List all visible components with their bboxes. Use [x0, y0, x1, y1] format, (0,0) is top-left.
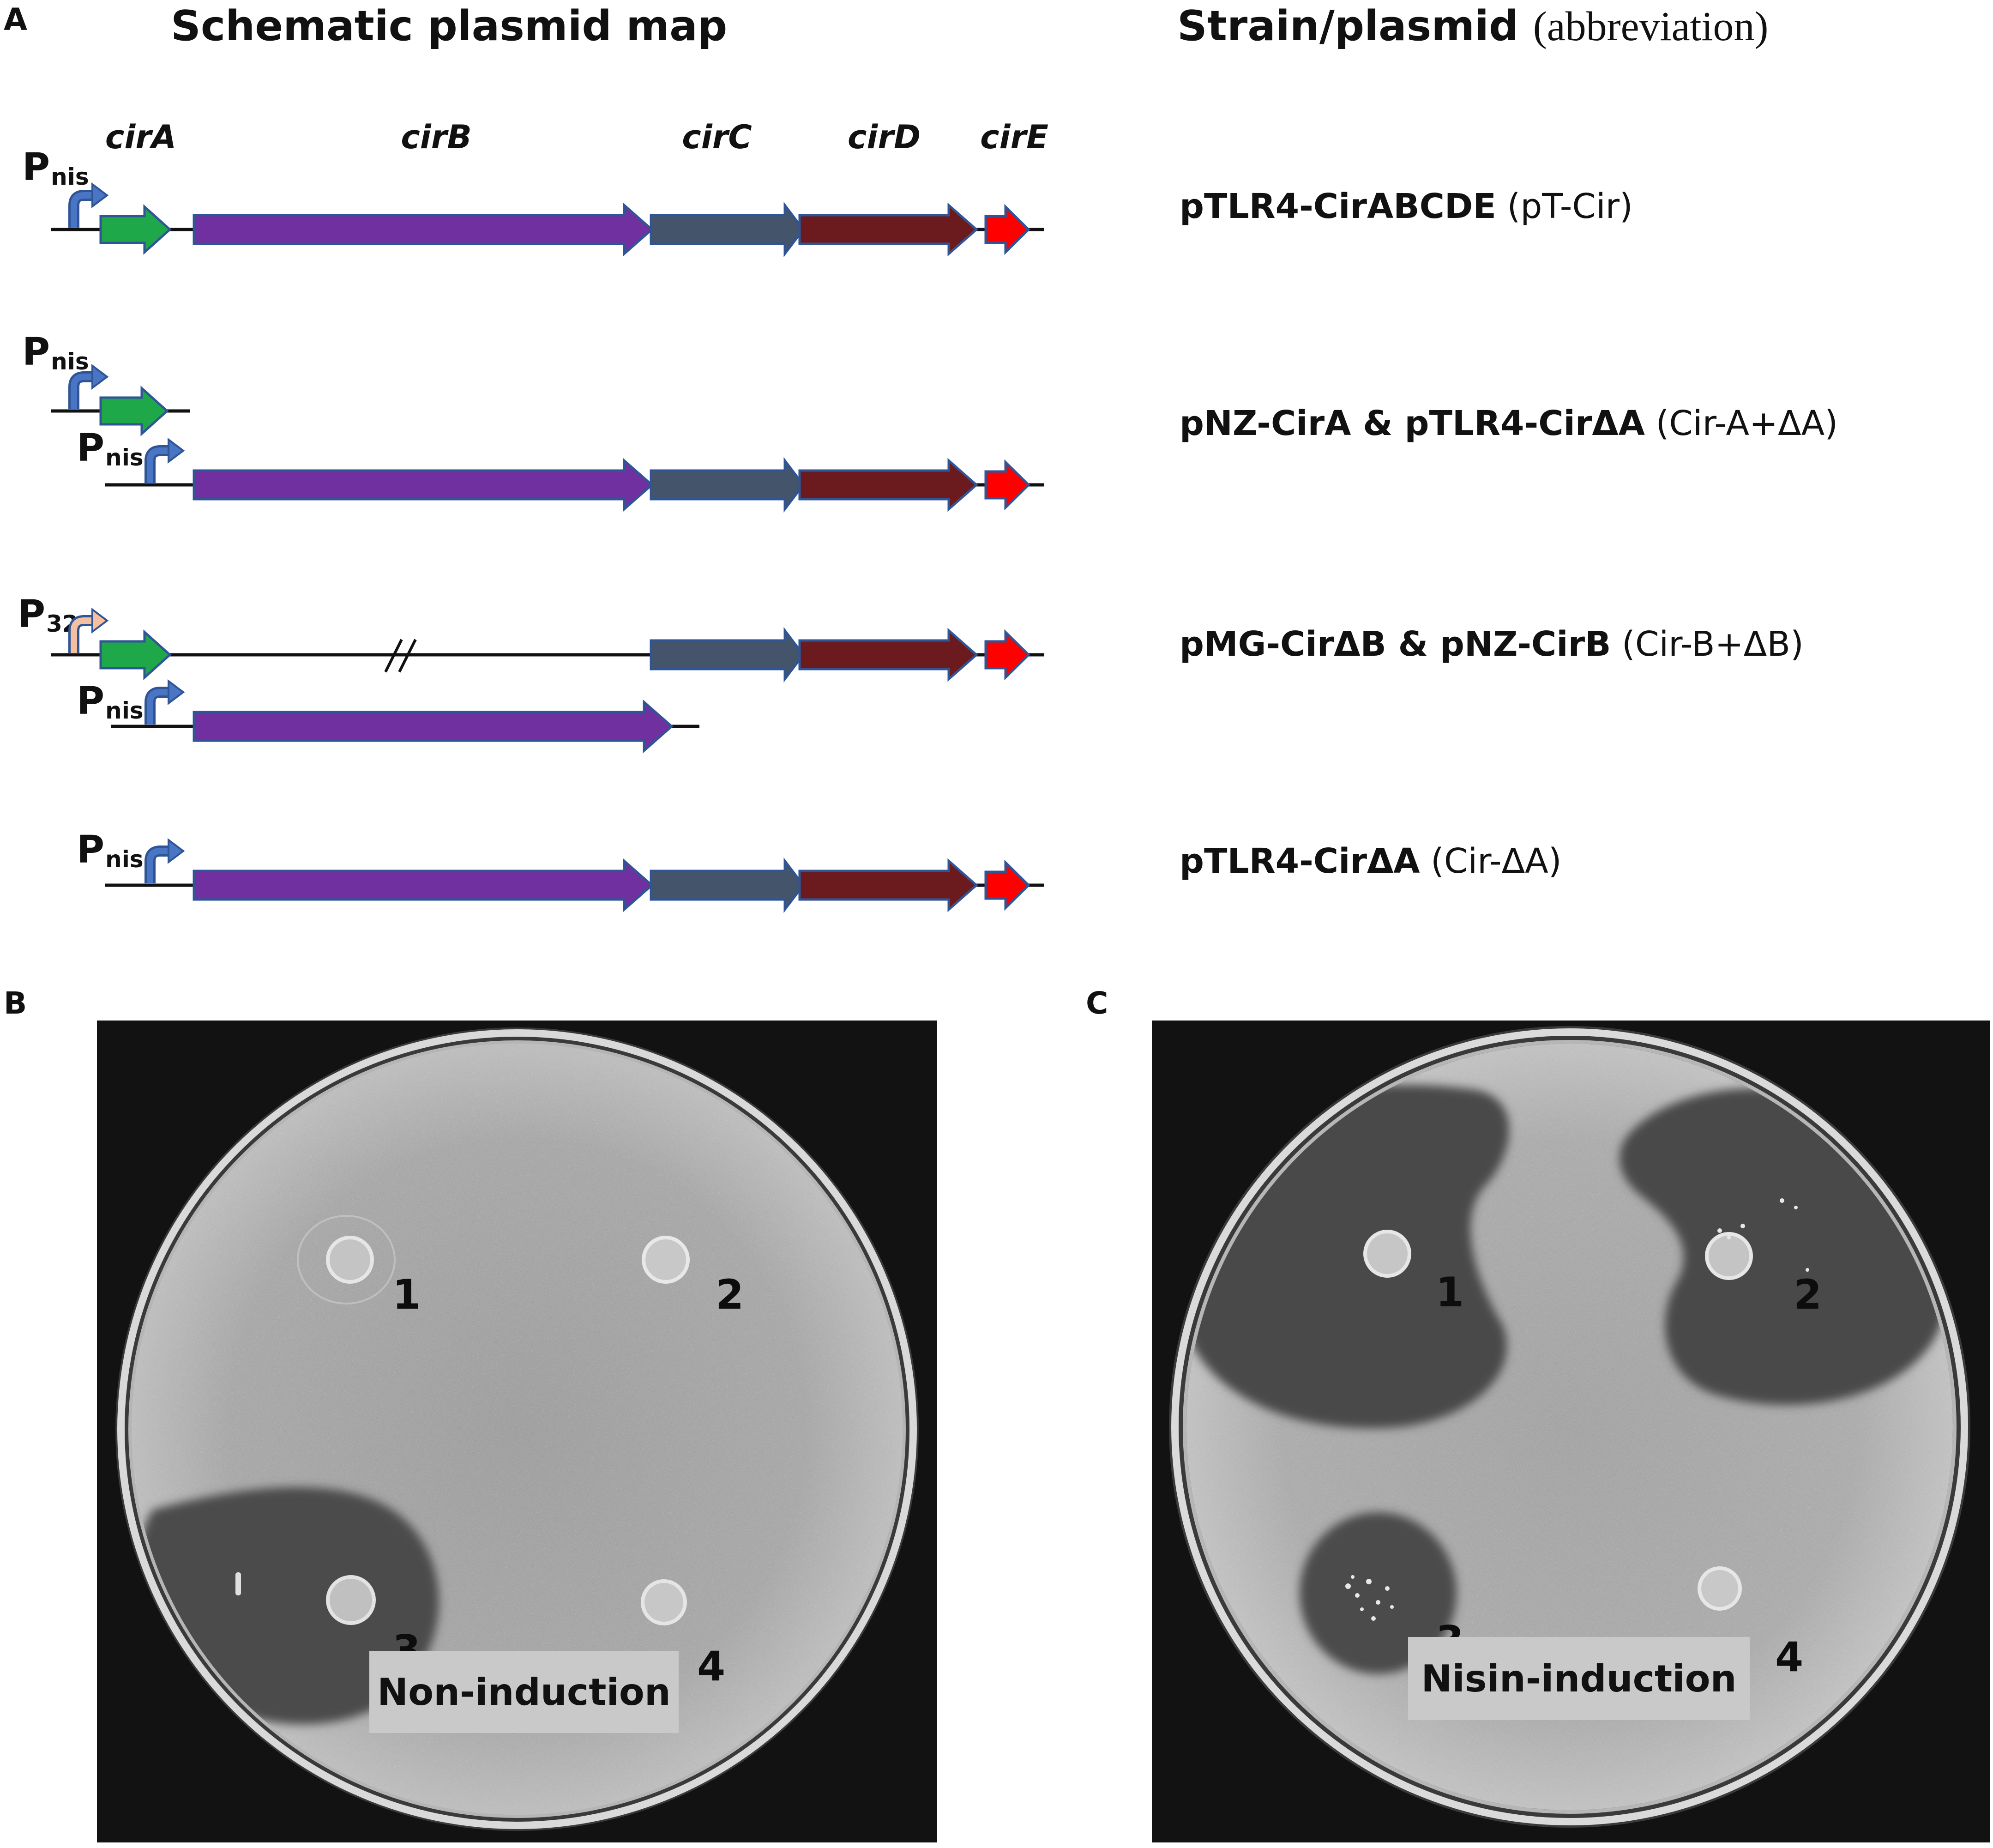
promoter-nis-label: Pnis	[22, 145, 89, 190]
promoter-arrow	[71, 374, 92, 409]
promoter-nis-label: Pnis	[22, 330, 89, 375]
gene-arrow-cird	[798, 628, 978, 682]
promoter-arrow-head	[91, 364, 109, 390]
gene-arrow-cirb	[193, 699, 674, 754]
condition-label: Nisin-induction	[1408, 1637, 1750, 1720]
gene-arrow-cirb	[193, 202, 654, 257]
construct-cir-b-plus-delta-b: pMG-CirΔB & pNZ-CirB (Cir-B+ΔB)	[1180, 624, 1804, 664]
well	[1705, 1232, 1753, 1280]
gene-arrow-cird	[798, 858, 978, 912]
gene-label-cirb: cirB	[401, 118, 472, 156]
promoter-arrow	[71, 192, 92, 228]
promoter-arrow-head	[168, 438, 185, 464]
well	[326, 1575, 376, 1625]
gene-arrow-cire	[984, 204, 1030, 255]
construct-cir-delta-a: pTLR4-CirΔA (Cir-ΔA)	[1180, 841, 1562, 881]
gene-arrow-cird	[798, 458, 978, 512]
gene-label-cira: cirA	[105, 118, 177, 156]
agar-plate-nisin-induction: 1 2 3 4 Nisin-induction	[1152, 1021, 1990, 1842]
well-number: 1	[392, 1271, 421, 1318]
gene-arrow-cire	[984, 859, 1030, 911]
promoter-arrow	[147, 447, 169, 483]
well-number: 2	[716, 1271, 744, 1318]
gene-arrow-circ	[650, 201, 805, 258]
plasmid-map-diagram	[51, 182, 1044, 913]
well	[1363, 1230, 1411, 1278]
gene-arrow-cirb	[193, 458, 654, 512]
gene-label-cire: cirE	[980, 118, 1048, 156]
strain-plasmid-heading-bold: Strain/plasmid	[1177, 2, 1519, 50]
plate-rim	[1171, 1028, 1968, 1825]
deletion-break-mark	[398, 639, 417, 673]
promoter-arrow-head	[168, 838, 185, 864]
well-number: 4	[697, 1643, 726, 1690]
inhibition-zone	[137, 1487, 439, 1725]
gene-label-circ: cirC	[682, 118, 752, 156]
gene-arrow-cird	[798, 202, 978, 257]
well	[297, 1215, 396, 1304]
promoter-nis-label: Pnis	[77, 426, 144, 471]
gene-arrow-cire	[984, 629, 1030, 681]
gene-arrow-cira	[99, 204, 172, 255]
gene-arrow-cire	[984, 459, 1030, 511]
gene-arrow-circ	[650, 457, 805, 513]
promoter-p32-arrow-head	[91, 608, 109, 634]
well-number: 2	[1794, 1271, 1822, 1318]
agar-plate-non-induction: 1 2 3 4 Non-induction	[97, 1021, 937, 1842]
promoter-arrow	[147, 689, 169, 725]
construct-cir-a-plus-delta-a: pNZ-CirA & pTLR4-CirΔA (Cir-A+ΔA)	[1180, 404, 1838, 443]
promoter-arrow-head	[168, 679, 185, 705]
strain-plasmid-heading: Strain/plasmid (abbreviation)	[1177, 6, 1769, 48]
well	[326, 1236, 374, 1284]
panel-a-letter: A	[4, 2, 28, 37]
well-number: 1	[1436, 1268, 1464, 1316]
gene-arrow-cira	[99, 386, 169, 436]
gene-label-cird: cirD	[847, 118, 921, 156]
gene-arrow-circ	[650, 857, 805, 913]
panel-b-letter: B	[4, 985, 27, 1021]
well	[642, 1236, 690, 1284]
deletion-break-mark	[384, 639, 403, 673]
plate-photo	[115, 1027, 919, 1831]
promoter-p32-arrow	[71, 617, 92, 653]
abbreviation-heading: (abbreviation)	[1533, 4, 1769, 49]
well	[641, 1579, 687, 1625]
condition-label: Non-induction	[369, 1651, 679, 1733]
well	[1698, 1566, 1742, 1611]
colony-cluster	[1345, 1198, 1809, 1621]
plate-rim	[117, 1029, 917, 1829]
gene-arrow-cira	[99, 629, 172, 680]
promoter-arrow-head	[91, 182, 109, 208]
construct-pt-cir: pTLR4-CirABCDE (pT-Cir)	[1180, 187, 1633, 226]
promoter-nis-label: Pnis	[77, 679, 144, 724]
gene-arrow-cirb	[193, 858, 654, 912]
well-number: 4	[1775, 1633, 1804, 1681]
plasmid-map-heading: Schematic plasmid map	[171, 2, 728, 50]
promoter-nis-label: Pnis	[77, 828, 144, 873]
promoter-arrow	[147, 848, 169, 883]
panel-c-letter: C	[1086, 985, 1108, 1021]
gene-arrow-circ	[650, 627, 805, 683]
inhibition-zone	[1300, 1512, 1457, 1674]
